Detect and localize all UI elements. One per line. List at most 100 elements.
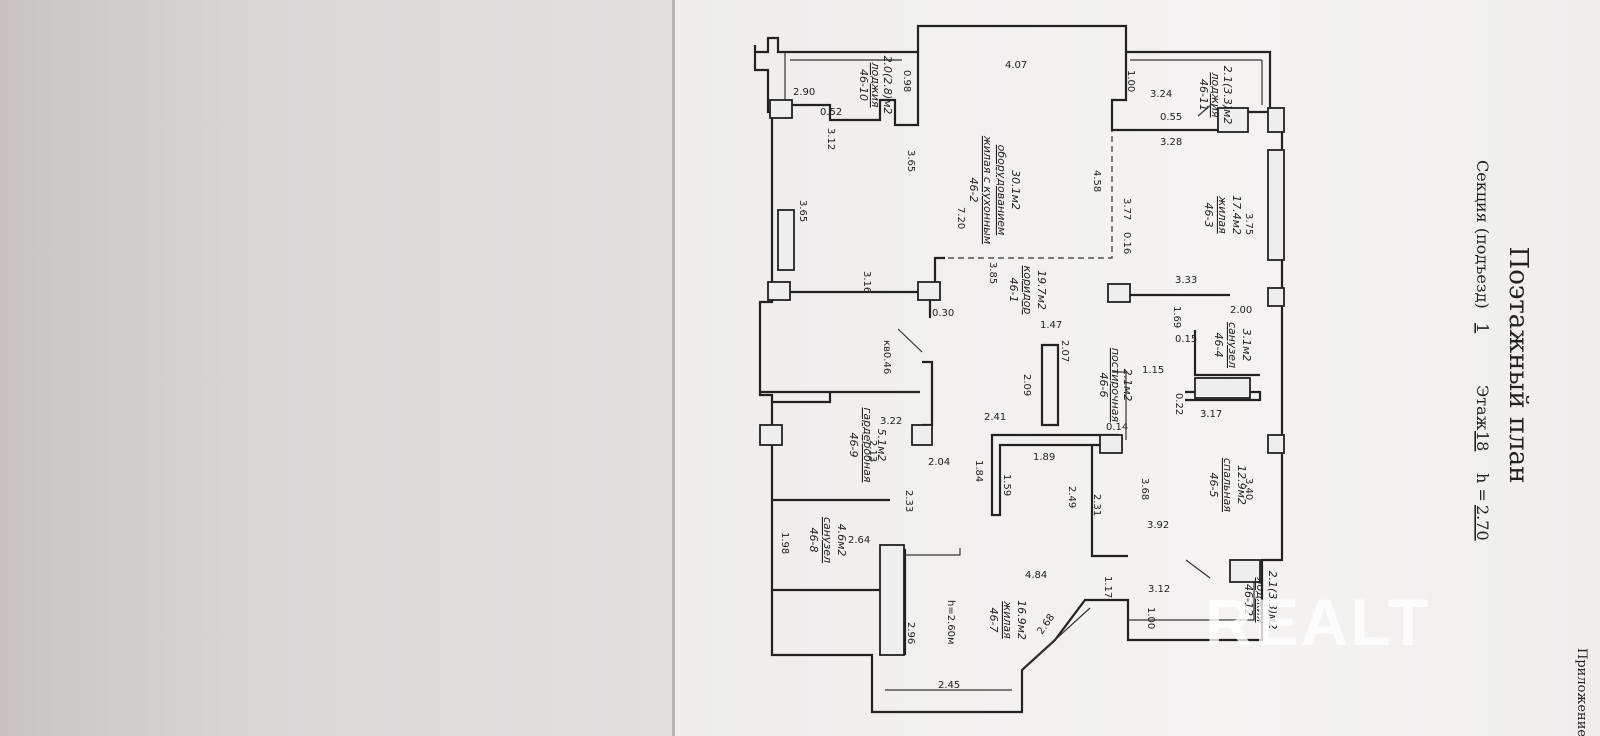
dimension: 4.58 bbox=[1091, 170, 1102, 192]
dimension: 3.77 bbox=[1121, 198, 1132, 220]
room-name: лоджия bbox=[1209, 71, 1222, 117]
watermark-logo: REALT bbox=[1205, 585, 1430, 659]
room-46-7: 46-7 жилая 16.9м2 bbox=[987, 600, 1028, 640]
dimension: 2.00 bbox=[1230, 305, 1252, 316]
room-area: 5.1м2 bbox=[875, 429, 888, 462]
dimension: 1.98 bbox=[779, 532, 790, 554]
dimension: 2.09 bbox=[1021, 374, 1032, 396]
room-name: постирочная bbox=[1109, 348, 1122, 423]
room-area: 2.1м2 bbox=[1121, 369, 1134, 402]
room-name: спальная bbox=[1221, 458, 1234, 512]
dimension: 1.89 bbox=[1033, 452, 1055, 463]
dimension: 3.75 bbox=[1243, 213, 1254, 235]
room-labels: 46-2 жилая с кухонным оборудованием 30.1… bbox=[807, 56, 1279, 640]
height-label: h = bbox=[1473, 473, 1492, 502]
dimension: 3.68 bbox=[1139, 478, 1150, 500]
room-46-12: 46-12 лоджия 2.1(3.3)м2 bbox=[1242, 571, 1279, 630]
room-46-9: 46-9 гардеробная 5.1м2 bbox=[847, 408, 888, 483]
structural-columns bbox=[759, 99, 1285, 656]
room-area: 2.1(3.3)м2 bbox=[1221, 66, 1234, 125]
room-46-2: 46-2 жилая с кухонным оборудованием 30.1… bbox=[967, 135, 1022, 244]
background-left-page bbox=[0, 0, 675, 736]
floor-number: 18 bbox=[1473, 431, 1492, 451]
dimension: 2.04 bbox=[928, 457, 950, 468]
room-area: 17.4м2 bbox=[1230, 195, 1243, 235]
dimension: 1.84 bbox=[973, 460, 984, 482]
room-name: жилая bbox=[1216, 195, 1229, 234]
room-46-11: 46-11 лоджия 2.1(3.3)м2 bbox=[1197, 66, 1234, 125]
dimension: 4.84 bbox=[1025, 570, 1047, 581]
appendix-label: Приложение bbox=[1574, 648, 1589, 736]
dimension: 2.07 bbox=[1059, 340, 1070, 362]
dimension: 0.30 bbox=[932, 308, 954, 319]
room-area: 19.7м2 bbox=[1035, 270, 1048, 310]
room-code: 46-10 bbox=[857, 69, 870, 101]
room-area: 12.9м2 bbox=[1235, 465, 1248, 505]
dimension: 4.07 bbox=[1005, 60, 1027, 71]
dimension-labels: 4.07 0.98 2.90 0.52 3.12 3.65 3.65 7.20 … bbox=[779, 60, 1254, 691]
dimension: 1.47 bbox=[1040, 320, 1062, 331]
section-label: Секция (подъезд) bbox=[1473, 160, 1492, 309]
room-code: 46-4 bbox=[1212, 333, 1225, 358]
dimension: 1.00 bbox=[1145, 607, 1156, 629]
plan-title: Поэтажный план bbox=[1503, 247, 1533, 484]
dimension: 3.12 bbox=[1148, 584, 1170, 595]
dimension: 0.55 bbox=[1160, 112, 1182, 123]
dimension: 2.90 bbox=[793, 87, 815, 98]
dimension: кв0.46 bbox=[881, 340, 892, 374]
room-code: 46-6 bbox=[1097, 373, 1110, 398]
dimension: 1.59 bbox=[1001, 474, 1012, 496]
dimension: 3.22 bbox=[880, 416, 902, 427]
room-area: 2.1(3.3)м2 bbox=[1266, 571, 1279, 630]
room-code: 46-12 bbox=[1242, 584, 1255, 616]
room-code: 46-11 bbox=[1197, 79, 1210, 111]
room-name: гардеробная bbox=[861, 408, 874, 483]
room-46-8: 46-8 санузел 4.6м2 bbox=[807, 517, 848, 563]
room-code: 46-3 bbox=[1202, 203, 1215, 228]
section-number: 1 bbox=[1473, 323, 1492, 333]
leader-lines bbox=[897, 103, 1213, 579]
dimension: 0.98 bbox=[901, 70, 912, 92]
room-name: санузел bbox=[1226, 322, 1239, 368]
room-area: 30.1м2 bbox=[1009, 170, 1022, 210]
dimension: 3.16 bbox=[861, 271, 872, 293]
dimension: 2.31 bbox=[1091, 494, 1102, 516]
dimension: h=2.60м bbox=[945, 600, 956, 645]
room-46-6: 46-6 постирочная 2.1м2 bbox=[1097, 348, 1134, 423]
dimension: 2.96 bbox=[905, 622, 916, 644]
room-code: 46-7 bbox=[987, 608, 1000, 633]
floor-label: Этаж bbox=[1473, 385, 1492, 431]
room-code: 46-2 bbox=[967, 178, 980, 203]
dimension: 1.15 bbox=[1142, 365, 1164, 376]
dimension: 2.13 bbox=[867, 440, 878, 462]
room-name: оборудованием bbox=[995, 145, 1008, 236]
room-area: 16.9м2 bbox=[1015, 600, 1028, 640]
dimension: 2.64 bbox=[848, 535, 870, 546]
room-name: санузел bbox=[821, 517, 834, 563]
dimension: 1.00 bbox=[1125, 70, 1136, 92]
room-46-3: 46-3 жилая 17.4м2 bbox=[1202, 195, 1243, 235]
room-code: 46-1 bbox=[1007, 278, 1020, 303]
room-area: 4.6м2 bbox=[835, 524, 848, 557]
dimension: 0.16 bbox=[1121, 232, 1132, 254]
dimension: 0.52 bbox=[820, 107, 842, 118]
dimension: 3.65 bbox=[797, 200, 808, 222]
dimension: 0.22 bbox=[1173, 393, 1184, 415]
room-code: 46-5 bbox=[1207, 473, 1220, 498]
dimension: 1.17 bbox=[1102, 576, 1113, 598]
dimension: 3.65 bbox=[905, 150, 916, 172]
room-area: 3.1м2 bbox=[1240, 329, 1253, 362]
dimension: 1.69 bbox=[1171, 306, 1182, 328]
room-name: лоджия bbox=[869, 61, 882, 107]
room-46-5: 46-5 спальная 12.9м2 bbox=[1207, 458, 1248, 512]
exterior-walls bbox=[753, 24, 1284, 714]
plan-subtitle: Секция (подъезд) 1 Этаж 18 h = 2.70 bbox=[1473, 160, 1492, 541]
dimension: 3.92 bbox=[1147, 520, 1169, 531]
dimension: 2.49 bbox=[1066, 486, 1077, 508]
dimension: 3.40 bbox=[1243, 478, 1254, 500]
room-name: жилая bbox=[1001, 600, 1014, 639]
dimension: 2.45 bbox=[938, 680, 960, 691]
dimension: 0.14 bbox=[1106, 422, 1128, 433]
dimension: 3.24 bbox=[1150, 89, 1172, 100]
